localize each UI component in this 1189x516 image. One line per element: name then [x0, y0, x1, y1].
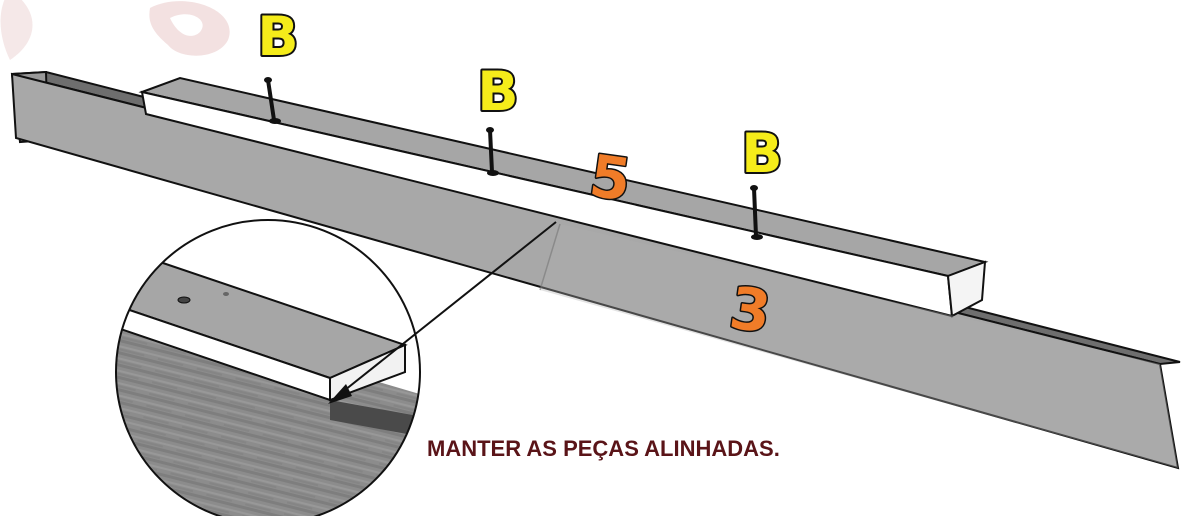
part-number-top-board: 5	[586, 142, 635, 215]
detail-pointer-arrow	[328, 221, 557, 404]
screw-icon	[486, 127, 499, 176]
screw-icon	[264, 77, 281, 124]
screw-label: B	[257, 5, 298, 68]
top-board	[138, 76, 989, 318]
screw-label: B	[477, 60, 518, 123]
watermark-logo	[0, 0, 230, 60]
screw-label: B	[741, 122, 782, 185]
screw-icon	[750, 185, 763, 240]
detail-magnifier	[115, 219, 421, 516]
alignment-instruction: MANTER AS PEÇAS ALINHADAS.	[427, 436, 780, 461]
